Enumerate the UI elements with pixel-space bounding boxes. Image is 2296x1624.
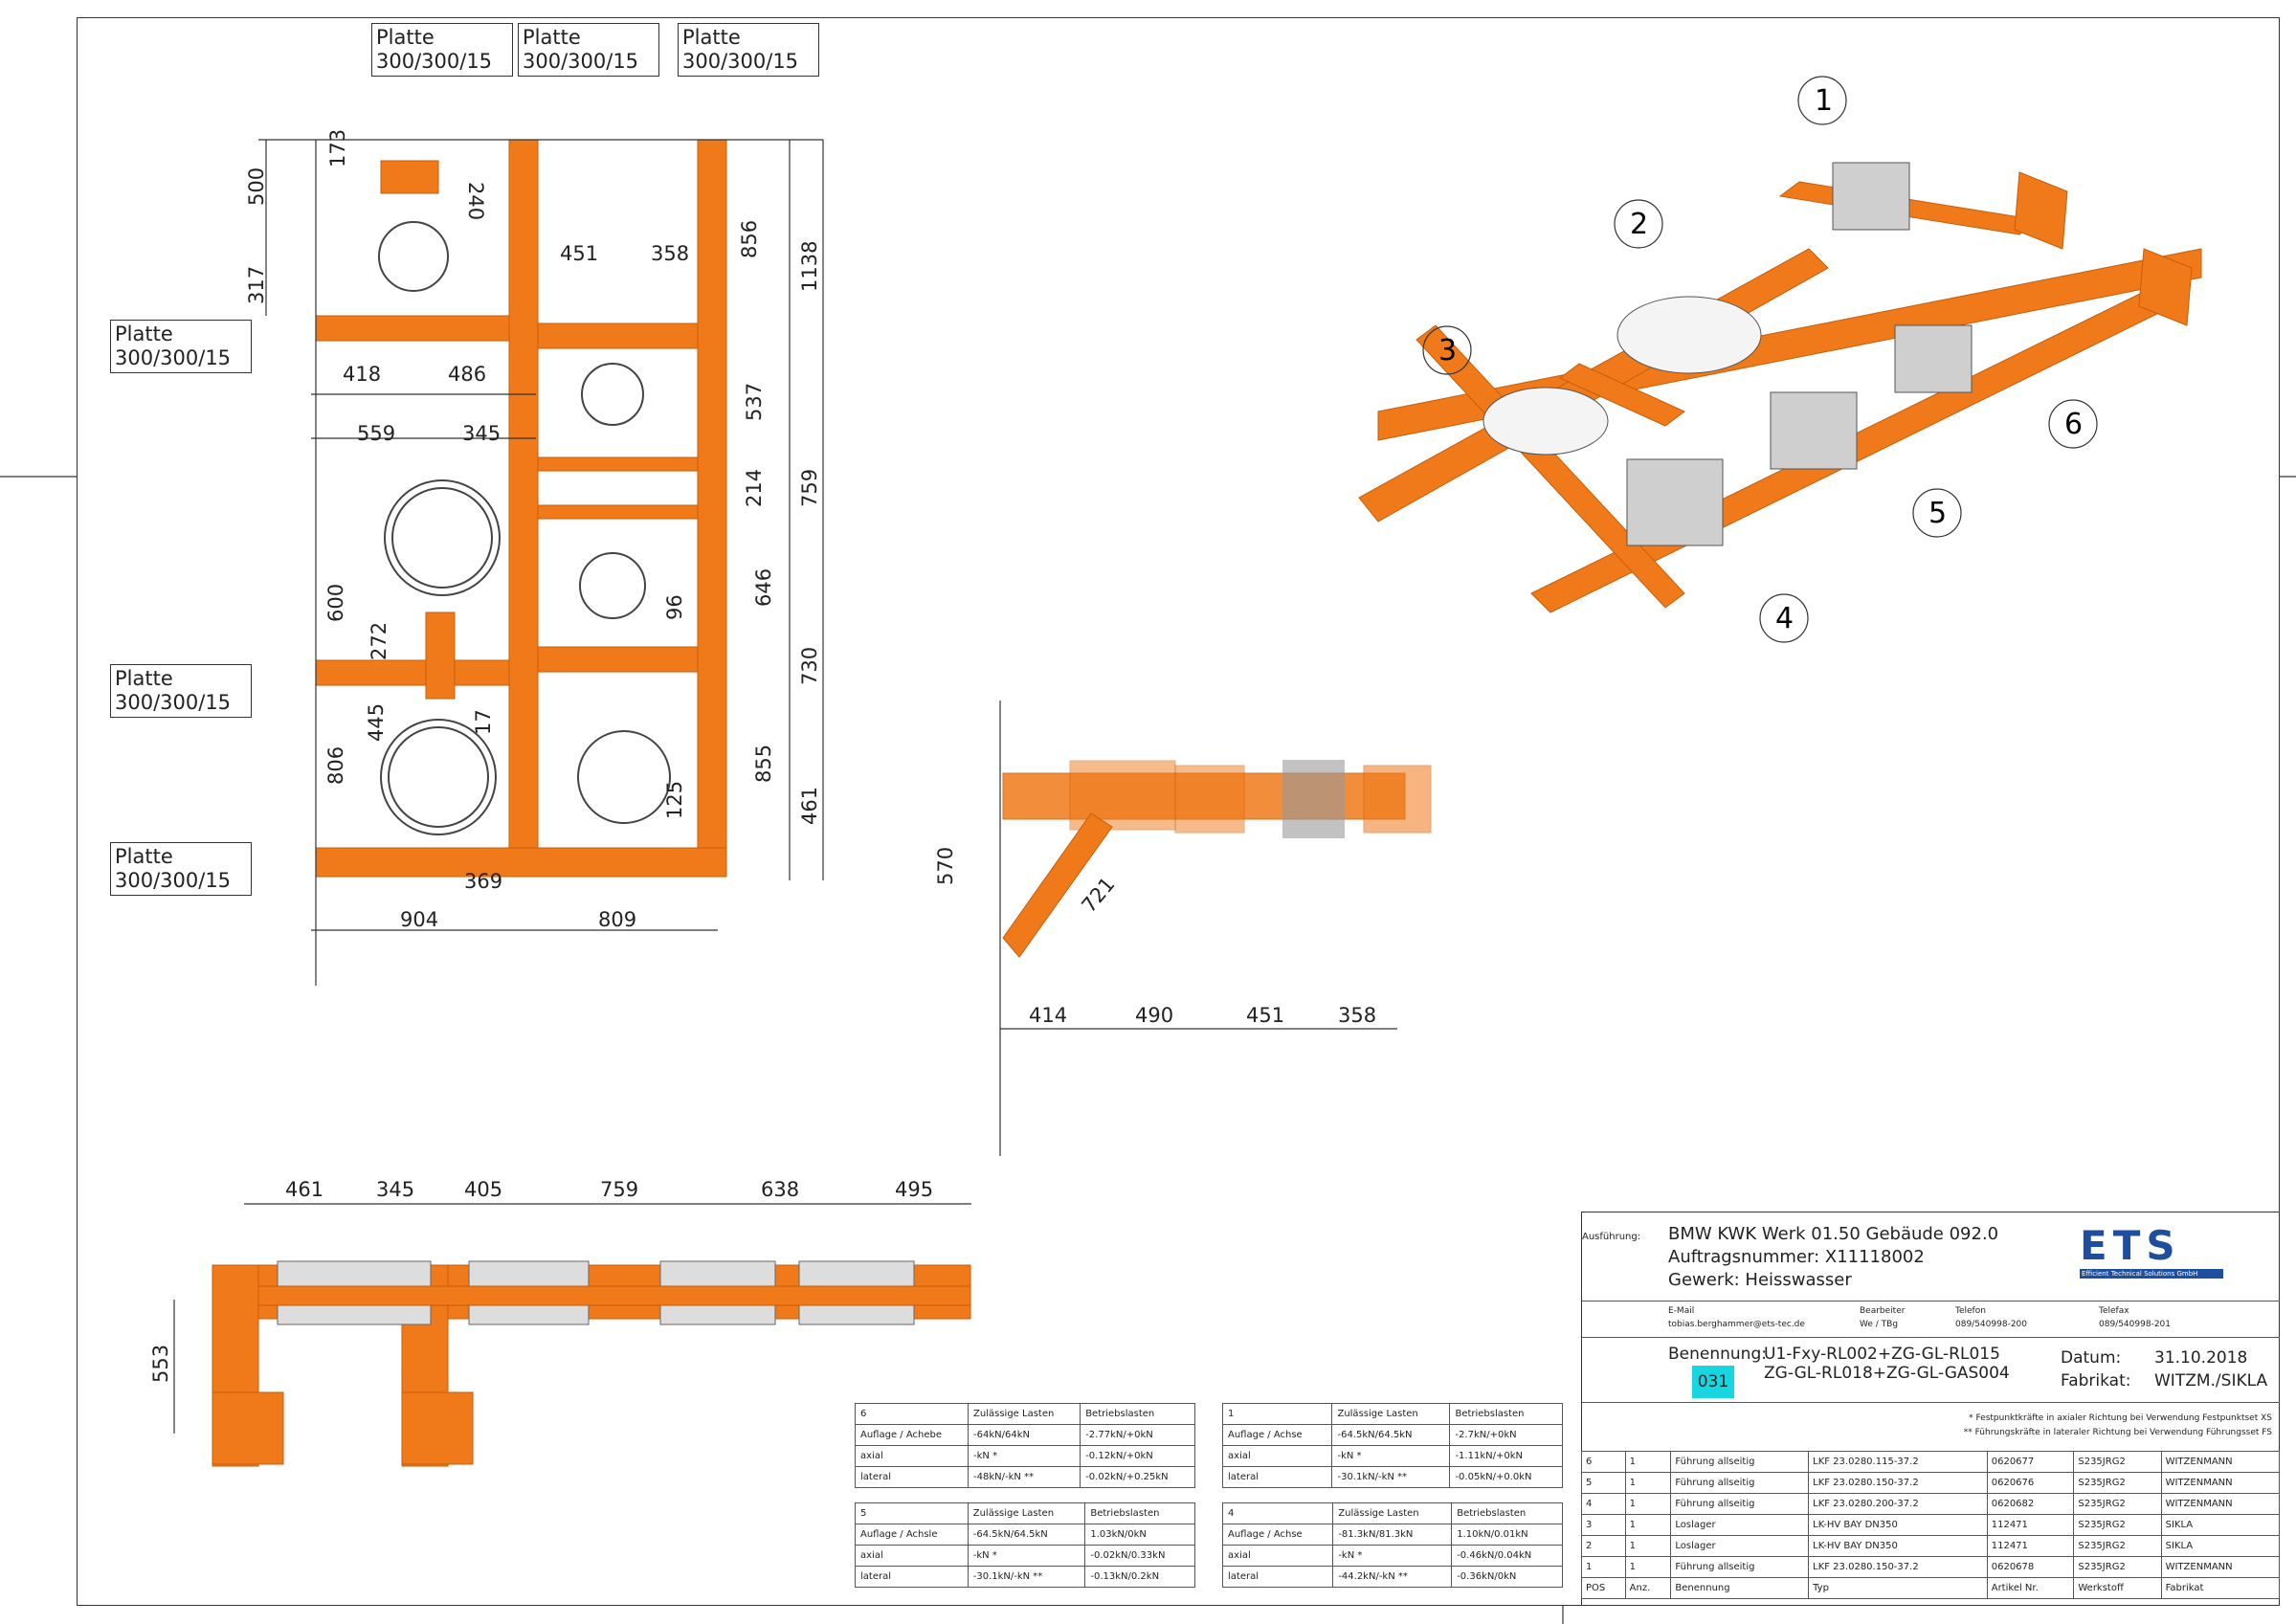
svg-text:461: 461	[798, 787, 821, 825]
svg-text:125: 125	[663, 781, 686, 819]
svg-text:345: 345	[376, 1178, 414, 1201]
svg-text:445: 445	[365, 703, 388, 742]
ausfuehrung-label: Ausführung:	[1582, 1232, 1641, 1242]
svg-text:17: 17	[472, 709, 495, 735]
svg-text:806: 806	[324, 746, 347, 785]
bearbeiter: We / TBg	[1860, 1320, 1899, 1329]
svg-text:646: 646	[752, 568, 775, 607]
svg-text:730: 730	[798, 647, 821, 685]
project-name: BMW KWK Werk 01.50 Gebäude 092.0	[1668, 1224, 1999, 1244]
trade: Gewerk: Heisswasser	[1668, 1270, 1852, 1290]
note-2: ** Führungskräfte in lateraler Richtung …	[1963, 1428, 2272, 1437]
svg-text:537: 537	[743, 383, 766, 421]
svg-text:461: 461	[285, 1178, 323, 1201]
front-view: 500 317 173 240 451 358 856 1138 418 486…	[245, 129, 824, 986]
title-block: Ausführung: BMW KWK Werk 01.50 Gebäude 0…	[1581, 1212, 2280, 1606]
iso-callout-4: 4	[1759, 593, 1809, 643]
svg-text:500: 500	[245, 167, 268, 206]
svg-text:553: 553	[149, 1345, 172, 1383]
iso-callout-5: 5	[1912, 488, 1962, 538]
iso-callout-3: 3	[1422, 325, 1472, 375]
svg-text:317: 317	[245, 266, 268, 304]
svg-text:2: 2	[1630, 208, 1648, 241]
email: tobias.berghammer@ets-tec.de	[1668, 1320, 1805, 1329]
svg-text:173: 173	[326, 129, 349, 167]
designation-line-2: ZG-GL-RL018+ZG-GL-GAS004	[1764, 1364, 2010, 1383]
svg-text:904: 904	[400, 908, 438, 931]
iso-callout-6: 6	[2048, 399, 2098, 449]
svg-text:369: 369	[464, 870, 502, 893]
svg-text:3: 3	[1438, 334, 1457, 367]
iso-callout-2: 2	[1614, 199, 1663, 249]
date: 31.10.2018	[2154, 1348, 2248, 1368]
svg-text:345: 345	[462, 422, 501, 445]
svg-text:638: 638	[761, 1178, 799, 1201]
svg-text:96: 96	[663, 594, 686, 620]
svg-text:4: 4	[1775, 602, 1794, 635]
plan-view: 461 345 405 759 638 495 553	[149, 1178, 971, 1467]
svg-text:214: 214	[743, 469, 766, 507]
manufacturer: WITZM./SIKLA	[2154, 1371, 2268, 1390]
svg-text:759: 759	[600, 1178, 638, 1201]
svg-text:6: 6	[2064, 408, 2083, 441]
svg-text:414: 414	[1029, 1004, 1067, 1027]
isometric-view	[1358, 162, 2202, 613]
svg-text:856: 856	[738, 220, 761, 258]
svg-text:418: 418	[343, 363, 381, 386]
svg-text:495: 495	[895, 1178, 933, 1201]
ets-logo: ETS Efficient Technical Solutions GmbH	[2080, 1222, 2223, 1291]
telefax: 089/540998-201	[2099, 1320, 2171, 1329]
svg-text:405: 405	[464, 1178, 502, 1201]
svg-text:1: 1	[1815, 84, 1833, 118]
svg-text:272: 272	[368, 622, 390, 660]
svg-text:451: 451	[1246, 1004, 1284, 1027]
svg-text:240: 240	[464, 182, 487, 220]
svg-text:759: 759	[798, 469, 821, 507]
designation-line-1: U1-Fxy-RL002+ZG-GL-RL015	[1764, 1345, 2000, 1364]
note-1: * Festpunktkräfte in axialer Richtung be…	[1969, 1413, 2272, 1423]
svg-text:721: 721	[1077, 873, 1119, 917]
svg-text:451: 451	[560, 242, 598, 265]
svg-text:600: 600	[324, 584, 347, 622]
drawing-frame	[77, 17, 2280, 1606]
svg-text:5: 5	[1928, 497, 1947, 530]
svg-text:358: 358	[1338, 1004, 1376, 1027]
svg-text:358: 358	[651, 242, 689, 265]
svg-text:490: 490	[1135, 1004, 1173, 1027]
svg-text:855: 855	[752, 745, 775, 783]
svg-text:486: 486	[448, 363, 486, 386]
telefon: 089/540998-200	[1955, 1320, 2027, 1329]
side-view: 570 721 414 490 451 358	[934, 701, 1432, 1156]
svg-text:570: 570	[934, 847, 957, 885]
number-badge: 031	[1692, 1366, 1734, 1398]
iso-callout-1: 1	[1797, 76, 1847, 125]
svg-text:559: 559	[357, 422, 395, 445]
svg-text:809: 809	[598, 908, 636, 931]
order-number: Auftragsnummer: X11118002	[1668, 1247, 1925, 1267]
svg-text:1138: 1138	[798, 241, 821, 292]
